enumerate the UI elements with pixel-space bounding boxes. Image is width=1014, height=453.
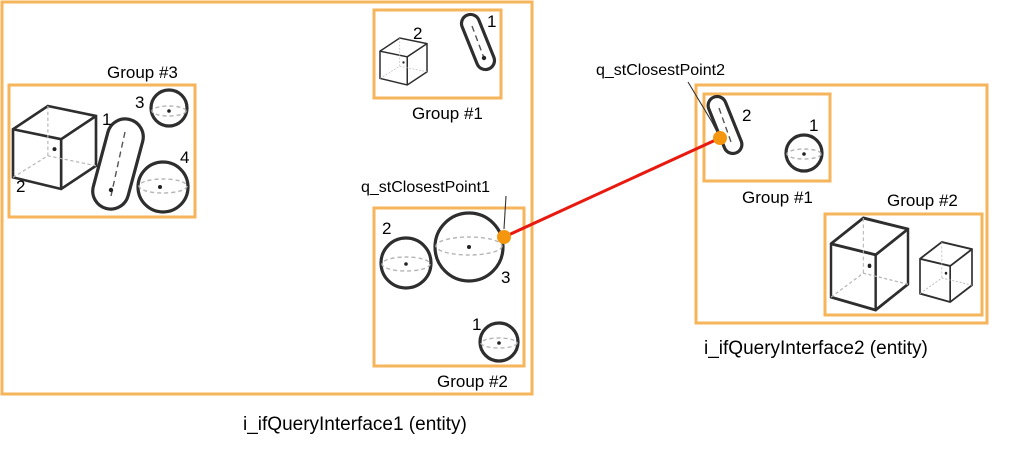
- entity-1-group-2-box: [372, 206, 526, 368]
- sphere-shape-icon: [379, 236, 433, 290]
- sphere-shape-icon: [433, 211, 505, 283]
- closest-point-2-label: q_stClosestPoint2: [596, 62, 725, 79]
- group-label: Group #3: [107, 63, 178, 82]
- capsule-shape-icon: [706, 94, 744, 156]
- cube-shape-icon: [379, 37, 428, 86]
- entity-2-box: [694, 83, 989, 325]
- shape-label: 1: [472, 315, 481, 334]
- cube-shape-icon: [919, 241, 973, 303]
- shape-label: 1: [809, 116, 818, 135]
- shape-label: 2: [382, 219, 391, 238]
- shape-label: 2: [16, 177, 25, 196]
- group-label: Group #2: [437, 372, 508, 391]
- entity-2-group-1: 2 1 Group #1: [702, 92, 832, 207]
- shape-label: 3: [501, 268, 510, 287]
- shape-label: 1: [102, 110, 111, 129]
- callout-leader: [687, 81, 719, 135]
- entity-label: i_ifQueryInterface2 (entity): [704, 338, 928, 359]
- sphere-shape-icon: [784, 133, 824, 173]
- group-label: Group #2: [887, 191, 958, 210]
- closest-point-2-marker: [713, 131, 727, 145]
- entity-1-group-1-box: [372, 8, 503, 100]
- cube-shape-icon: [829, 216, 910, 312]
- sphere-shape-icon: [136, 160, 190, 214]
- entity-1-group-3-box: [7, 83, 197, 219]
- sphere-shape-icon: [149, 88, 189, 128]
- closest-point-1-label: q_stClosestPoint1: [361, 179, 490, 196]
- capsule-shape-icon: [459, 12, 497, 72]
- group-label: Group #1: [742, 188, 813, 207]
- entity-1-group-2: 2 3 1 Group #2: [372, 206, 526, 391]
- shape-label: 2: [742, 106, 751, 125]
- closest-point-1-marker: [497, 230, 511, 244]
- shape-label: 3: [135, 93, 144, 112]
- sphere-shape-icon: [478, 321, 520, 363]
- entity-1-group-1: 2 1 Group #1: [372, 8, 503, 123]
- group-label: Group #1: [412, 104, 483, 123]
- shape-label: 4: [180, 148, 189, 167]
- closest-distance-line: [503, 136, 721, 239]
- entity-label: i_ifQueryInterface1 (entity): [243, 414, 467, 435]
- entity-2-group-2: Group #2: [823, 191, 984, 317]
- shape-label: 1: [487, 12, 496, 31]
- entity-2-group-1-box: [702, 92, 832, 183]
- entity-1-box: [0, 0, 534, 396]
- entity-2-group-2-box: [823, 212, 984, 317]
- callout-leader: [503, 195, 507, 230]
- entity-1-group-3: 2 1 3 4 Group #3: [7, 63, 197, 219]
- capsule-shape-icon: [91, 117, 145, 211]
- shape-label: 2: [413, 24, 422, 43]
